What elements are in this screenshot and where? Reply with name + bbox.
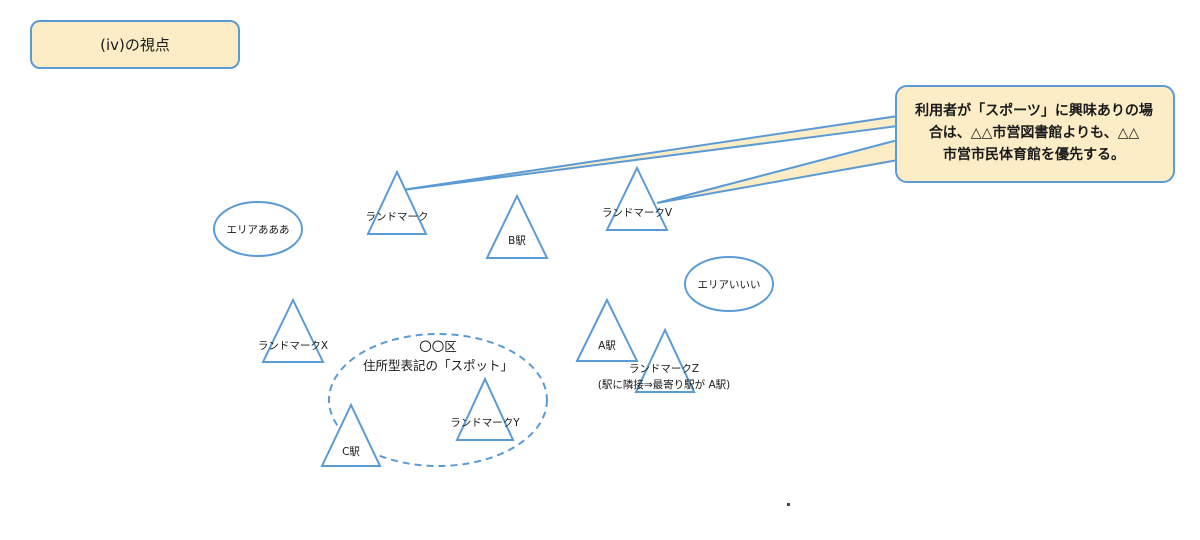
station-c: C駅 <box>320 402 382 467</box>
page-title: (iv)の視点 <box>100 36 170 54</box>
landmark-x-label: ランドマークX <box>258 340 328 352</box>
landmark-z-label: ランドマークZ <box>629 363 699 375</box>
callout-pointer-landmark <box>394 114 899 192</box>
area-aaa: エリアあああ <box>213 201 303 257</box>
district-name: 〇〇区 <box>419 339 457 354</box>
callout-line-2: 合は、△△市営図書館よりも、△△ <box>929 124 1140 141</box>
station-b: B駅 <box>485 193 549 259</box>
area-iii-label: エリアいいい <box>698 279 761 291</box>
landmark-z-note: (駅に隣接⇒最寄り駅が A駅) <box>598 378 731 391</box>
district-note: 住所型表記の「スポット」 <box>363 358 513 373</box>
stray-dot <box>787 503 790 506</box>
station-b-label: B駅 <box>508 235 526 247</box>
landmark-v: ランドマークV <box>602 165 673 231</box>
landmark-x: ランドマークX <box>258 297 328 363</box>
landmark-y: ランドマークY <box>450 376 520 441</box>
district-spot: 〇〇区 住所型表記の「スポット」 <box>328 333 548 467</box>
area-aaa-label: エリアあああ <box>227 224 290 236</box>
station-a: A駅 <box>575 297 639 362</box>
area-iii: エリアいいい <box>684 256 774 312</box>
landmark-v-label: ランドマークV <box>602 207 673 219</box>
callout-line-1: 利用者が「スポーツ」に興味ありの場 <box>915 102 1153 119</box>
callout: 利用者が「スポーツ」に興味ありの場 合は、△△市営図書館よりも、△△ 市営市民体… <box>895 85 1175 183</box>
landmark-y-label: ランドマークY <box>450 417 520 429</box>
landmark-z: ランドマークZ (駅に隣接⇒最寄り駅が A駅) <box>598 327 731 393</box>
landmark-main-label: ランドマーク <box>366 211 429 223</box>
station-c-label: C駅 <box>342 446 360 458</box>
title-box: (iv)の視点 <box>30 20 240 69</box>
callout-pointers <box>394 114 899 204</box>
callout-line-3: 市営市民体育館を優先する。 <box>943 146 1125 163</box>
landmark-main: ランドマーク <box>366 169 429 235</box>
station-a-label: A駅 <box>598 340 616 352</box>
